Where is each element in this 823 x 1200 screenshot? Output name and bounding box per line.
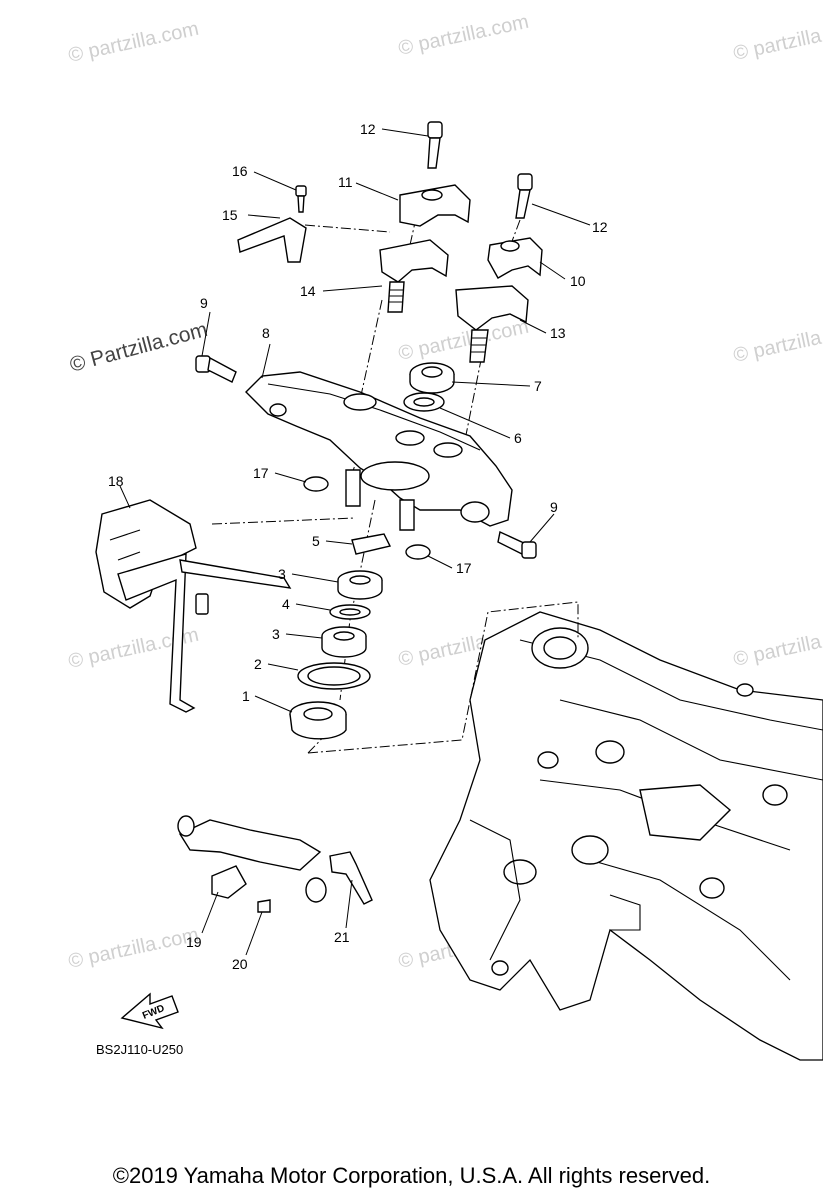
bolt-12-left <box>427 121 443 169</box>
callout-12: 12 <box>360 121 376 137</box>
dash-guide <box>307 601 579 754</box>
callout-1: 1 <box>242 688 250 704</box>
callout-17: 17 <box>456 560 472 576</box>
holder-upper-11 <box>399 184 471 227</box>
callout-13: 13 <box>550 325 566 341</box>
guard-18 <box>95 499 292 713</box>
callout-20: 20 <box>232 956 248 972</box>
callout-9: 9 <box>200 295 208 311</box>
holder-upper-10 <box>487 237 543 279</box>
callout-3: 3 <box>272 626 280 642</box>
nut-17-left <box>303 476 329 492</box>
callout-17: 17 <box>253 465 269 481</box>
callout-11: 11 <box>338 174 353 190</box>
callout-8: 8 <box>262 325 270 341</box>
holder-lower-14 <box>379 239 449 313</box>
callout-7: 7 <box>534 378 542 394</box>
callout-12: 12 <box>592 219 608 235</box>
callout-5: 5 <box>312 533 320 549</box>
bearing-1 <box>289 701 347 740</box>
watermark: © partzilla.com <box>731 16 823 65</box>
callout-2: 2 <box>254 656 262 672</box>
nut-7 <box>409 362 455 394</box>
bracket-15 <box>237 185 307 263</box>
bolt-12-right <box>515 173 533 219</box>
bolt-9-left <box>195 355 237 383</box>
washer-4 <box>329 604 371 620</box>
bracket-19 <box>211 865 247 899</box>
washer-5 <box>351 533 392 555</box>
callout-21: 21 <box>334 929 350 945</box>
fwd-arrow-icon: FWD <box>120 992 179 1030</box>
diagram-code: BS2J110-U250 <box>96 1042 184 1057</box>
callout-15: 15 <box>222 207 238 223</box>
copyright-notice: ©2019 Yamaha Motor Corporation, U.S.A. A… <box>112 1163 711 1188</box>
dust-seal-2 <box>297 662 371 690</box>
callout-3: 3 <box>278 566 286 582</box>
callout-14: 14 <box>300 283 316 299</box>
watermark: © partzilla.com <box>731 318 823 367</box>
ring-nut-3-lower <box>321 626 367 658</box>
leader-lines <box>119 128 591 956</box>
ring-nut-3-upper <box>337 570 383 600</box>
watermark: © partzilla.com <box>396 11 530 60</box>
washer-6 <box>403 392 445 412</box>
clip-21 <box>329 851 373 905</box>
callout-9: 9 <box>550 499 558 515</box>
upper-bracket-8 <box>245 371 513 531</box>
watermark: © partzilla.com <box>731 622 823 671</box>
callout-4: 4 <box>282 596 290 612</box>
callout-6: 6 <box>514 430 522 446</box>
callouts: 12 16 11 12 15 10 14 13 9 8 7 6 17 9 18 … <box>108 121 608 972</box>
frame-illustration <box>429 611 823 1061</box>
callout-18: 18 <box>108 473 124 489</box>
watermark: © partzilla.com <box>66 18 200 67</box>
watermark-main: © Partzilla.com <box>67 318 210 377</box>
mount-assembly <box>177 815 373 913</box>
nut-17-right <box>405 544 431 560</box>
watermark: © partzilla.com <box>66 924 200 973</box>
bolt-20 <box>257 899 271 913</box>
callout-16: 16 <box>232 163 248 179</box>
callout-10: 10 <box>570 273 586 289</box>
watermark: © partzilla.com <box>396 316 530 365</box>
holder-lower-13 <box>455 285 529 363</box>
bolt-9-right <box>497 530 537 559</box>
callout-19: 19 <box>186 934 202 950</box>
